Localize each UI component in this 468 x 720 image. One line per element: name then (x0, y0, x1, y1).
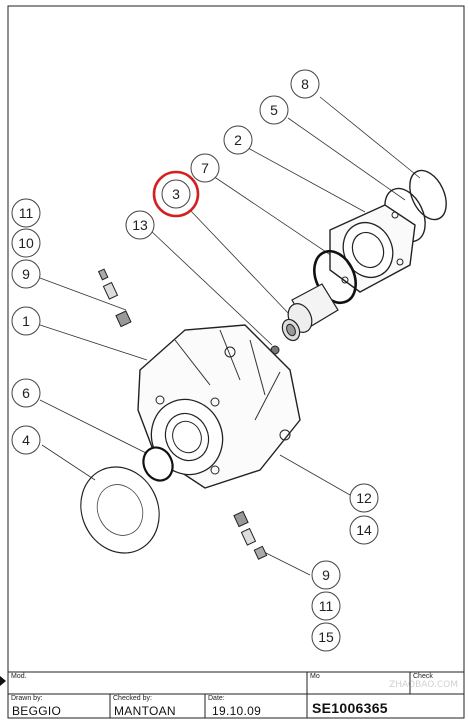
drawing-frame (7, 5, 465, 719)
svg-text:4: 4 (22, 432, 30, 448)
svg-text:13: 13 (132, 217, 148, 233)
part-3-shaft (281, 283, 339, 342)
svg-text:7: 7 (201, 160, 209, 176)
highlight-ring (152, 170, 200, 218)
date-label: Date: (208, 695, 225, 702)
title-block-grid (8, 671, 464, 718)
balloon-6: 6 (11, 378, 41, 408)
balloon-5: 5 (259, 95, 289, 125)
balloon-7: 7 (190, 153, 220, 183)
part-6-seal (142, 446, 174, 482)
balloon-12: 12 (349, 483, 379, 513)
balloon-9-bottom: 9 (311, 560, 341, 590)
date-value: 19.10.09 (212, 704, 262, 718)
balloon-9-top: 9 (11, 259, 41, 289)
check-label: Check (413, 673, 433, 680)
drawn-by-value: BEGGIO (12, 704, 62, 718)
balloon-11-top: 11 (11, 198, 41, 228)
model-label: Mo (310, 673, 320, 680)
svg-text:5: 5 (270, 102, 278, 118)
balloon-13: 13 (125, 210, 155, 240)
part-2-flange-housing (329, 204, 416, 293)
left-edge-marker (0, 676, 6, 686)
checked-by-value: MANTOAN (114, 704, 176, 718)
watermark-text: ZHAOBAO.COM (389, 680, 458, 690)
svg-text:9: 9 (322, 567, 330, 583)
balloon-14: 14 (349, 515, 379, 545)
mod-label: Mod. (11, 673, 27, 680)
svg-text:14: 14 (356, 522, 372, 538)
part-8-snap-ring (409, 169, 447, 221)
svg-text:11: 11 (19, 205, 34, 221)
svg-text:12: 12 (356, 490, 372, 506)
balloon-1: 1 (11, 306, 41, 336)
balloon-3-highlighted: 3 (152, 170, 200, 218)
svg-text:3: 3 (172, 186, 180, 202)
leader-lines (39, 96, 421, 576)
svg-text:6: 6 (22, 385, 30, 401)
svg-text:8: 8 (301, 76, 309, 92)
part-13-nut (270, 345, 280, 355)
balloon-15: 15 (311, 622, 341, 652)
part-7-o-ring (313, 249, 357, 305)
svg-text:2: 2 (234, 132, 242, 148)
part-9-11-15-lower-fittings (233, 510, 268, 560)
balloon-8: 8 (290, 69, 320, 99)
part-4-gasket (80, 466, 160, 554)
drawn-by-label: Drawn by: (11, 695, 43, 702)
svg-text:15: 15 (318, 629, 334, 645)
drawing-code: SE1006365 (312, 700, 388, 716)
balloon-2: 2 (223, 125, 253, 155)
svg-text:1: 1 (22, 313, 30, 329)
checked-by-label: Checked by: (113, 695, 152, 702)
balloon-11-bottom: 11 (311, 591, 341, 621)
balloon-4: 4 (11, 425, 41, 455)
part-9-10-11-upper-fittings (97, 268, 132, 328)
balloon-10: 10 (11, 228, 41, 258)
svg-text:10: 10 (18, 235, 34, 251)
svg-text:9: 9 (22, 266, 30, 282)
svg-text:11: 11 (319, 598, 334, 614)
